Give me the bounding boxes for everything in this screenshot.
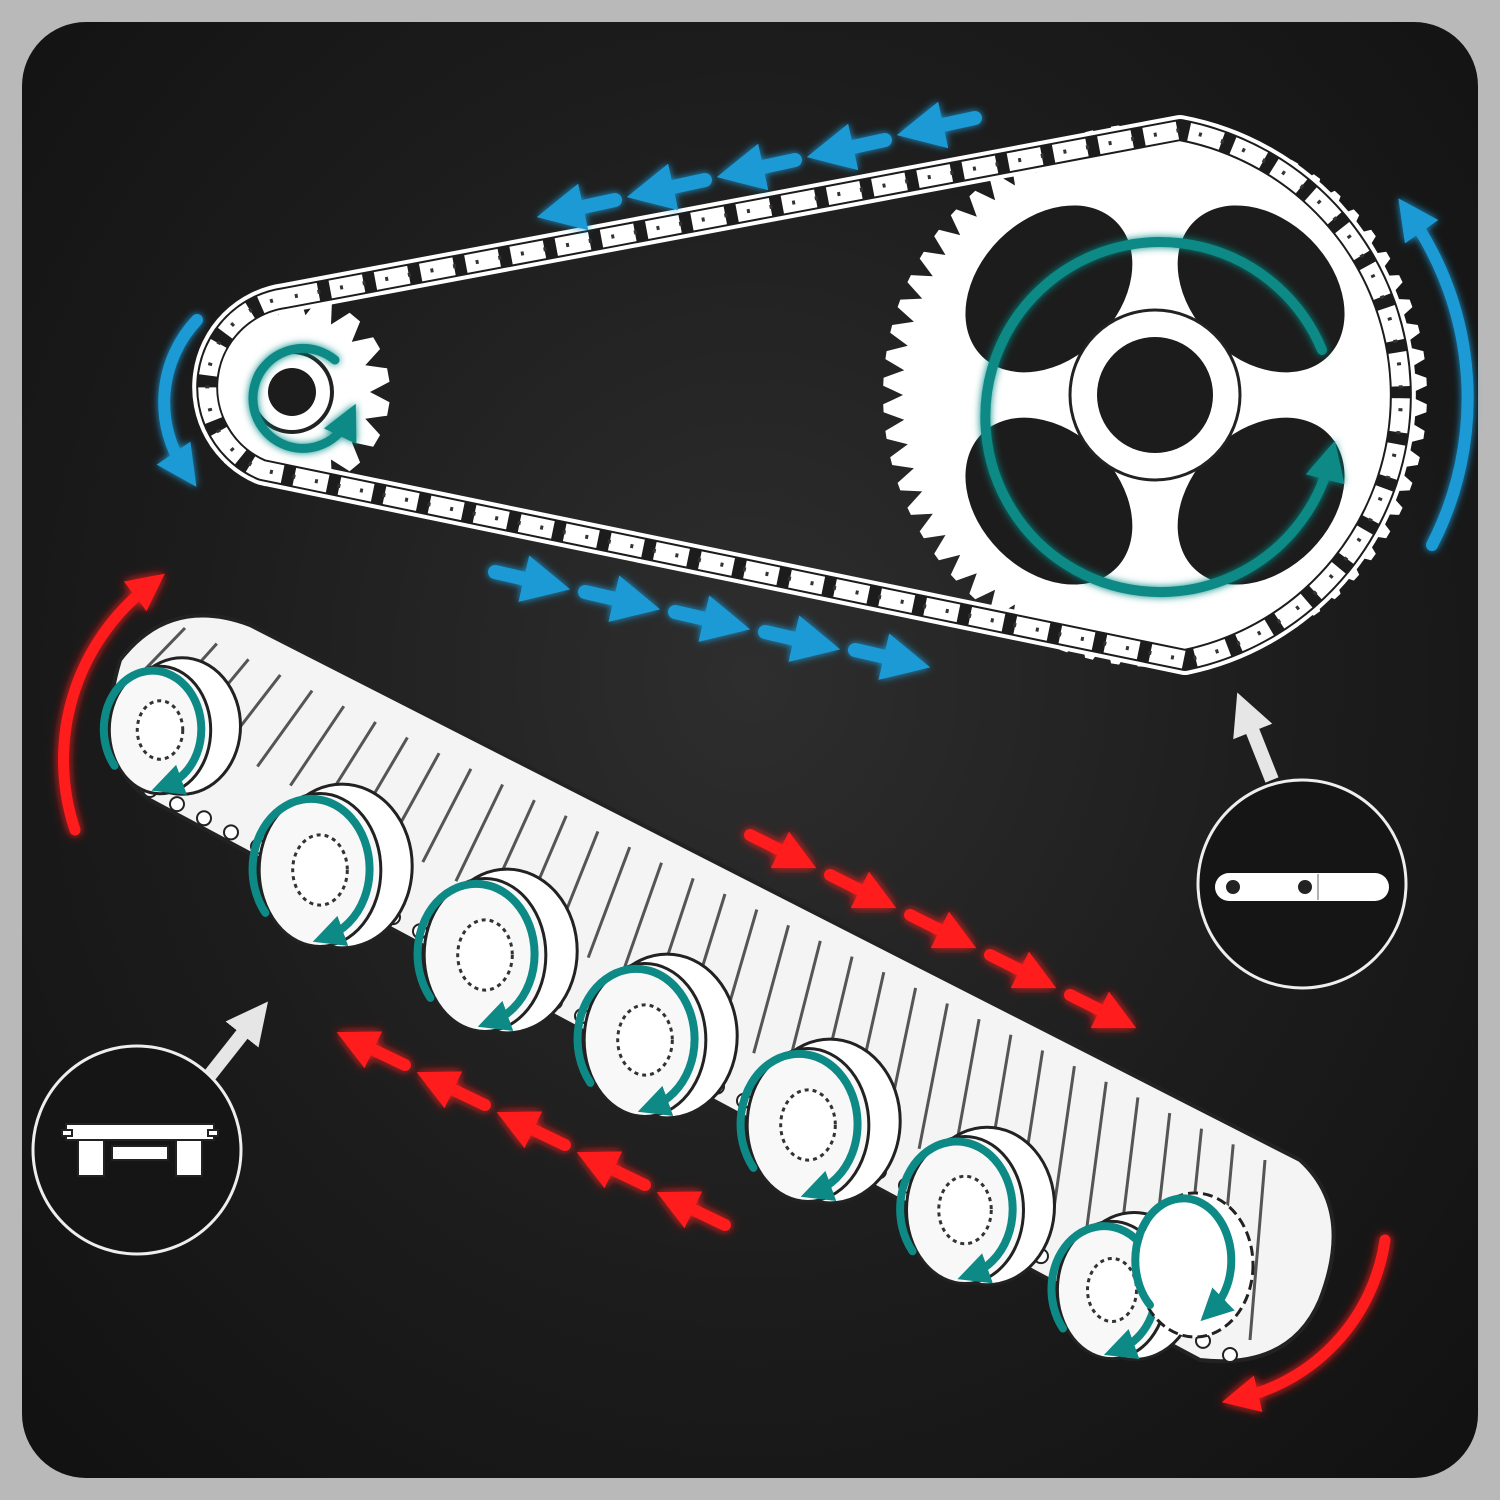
track-assembly — [99, 613, 1336, 1364]
track-arrow-upper — [824, 869, 897, 909]
road-wheel-rotation-arrow — [248, 794, 374, 946]
large-sprocket — [883, 123, 1427, 667]
sprocket-bore — [1097, 337, 1213, 453]
chain-arrow-top — [806, 123, 892, 171]
track-link-divider — [752, 924, 790, 1054]
chain-arrow-top — [716, 143, 802, 191]
track-arrow-upper — [904, 909, 977, 949]
track-pin — [196, 810, 212, 827]
track-arrow-lower — [656, 1191, 731, 1231]
track-link-divider — [1083, 1081, 1108, 1245]
road-wheel-bearing — [456, 918, 514, 992]
track-link-icon — [61, 1123, 219, 1177]
track-link-divider — [586, 846, 632, 959]
small-sprocket-bore — [268, 368, 316, 416]
road-wheel-rotation-arrow — [413, 879, 539, 1031]
track-arrow-upper — [744, 829, 817, 869]
track-arrow-lower — [336, 1031, 411, 1071]
chain-arrow-bottom — [668, 595, 751, 642]
road-wheel-bearing — [291, 833, 349, 907]
track-arrow-lower — [576, 1151, 651, 1191]
road-wheel-rotation-arrow — [1047, 1222, 1161, 1360]
track-direction-arrows — [58, 573, 1391, 1412]
track-link-divider — [917, 1003, 949, 1150]
chain-link-icon — [1215, 873, 1389, 901]
chain-arrow-right-curve — [1398, 198, 1474, 551]
chain-arrow-bottom — [848, 633, 931, 680]
road-wheel-bearing — [616, 1003, 674, 1077]
road-wheel-rotation-arrow — [573, 964, 699, 1116]
road-wheel-bearing — [779, 1088, 837, 1162]
track-link-divider — [454, 783, 504, 882]
track-pin — [169, 796, 185, 813]
track-link-divider — [289, 705, 346, 787]
sprocket-spoke-window — [965, 417, 1133, 585]
road-wheel-rotation-arrow — [99, 666, 206, 795]
drive-sprocket-rotation-arrow — [1131, 1194, 1236, 1322]
roller-chain — [192, 115, 1416, 675]
chain-arrow-bottom — [758, 615, 841, 662]
chain-arrow-bottom — [578, 575, 661, 622]
track-arrow-lower — [496, 1111, 571, 1151]
chain-direction-arrows — [156, 101, 1474, 680]
track-arrow-lower — [416, 1071, 491, 1111]
track-pin — [1222, 1347, 1238, 1363]
track-link-divider — [421, 768, 473, 863]
chain-link-callout — [1196, 692, 1408, 990]
track-arrow-left-curve — [58, 573, 165, 836]
track-arrow-right-curve — [1221, 1234, 1391, 1412]
chain-arrow-left-curve — [156, 314, 203, 487]
track-link-callout — [31, 1001, 269, 1256]
track-arrow-upper — [984, 949, 1057, 989]
small-sprocket-rotation-arrow — [248, 343, 357, 453]
chain-drive — [192, 115, 1427, 675]
road-wheel-bearing — [135, 699, 185, 761]
track-pin — [223, 824, 239, 841]
track-link-divider — [619, 862, 663, 978]
track-link-divider — [1248, 1159, 1267, 1341]
chain-arrow-top — [896, 101, 982, 149]
track-arrow-upper — [1064, 989, 1137, 1029]
chain-arrow-top — [626, 163, 712, 211]
large-sprocket-rotation-arrow — [980, 237, 1345, 598]
sprocket-spoke-window — [1177, 417, 1345, 585]
road-wheel-bearing — [937, 1174, 993, 1246]
road-wheel-rotation-arrow — [736, 1049, 862, 1201]
chain-arrow-top — [536, 183, 622, 231]
track-link-divider — [256, 689, 314, 768]
road-wheel-rotation-arrow — [896, 1137, 1017, 1284]
chain-arrow-bottom — [488, 555, 571, 602]
road-wheel-bearing — [1086, 1257, 1138, 1323]
